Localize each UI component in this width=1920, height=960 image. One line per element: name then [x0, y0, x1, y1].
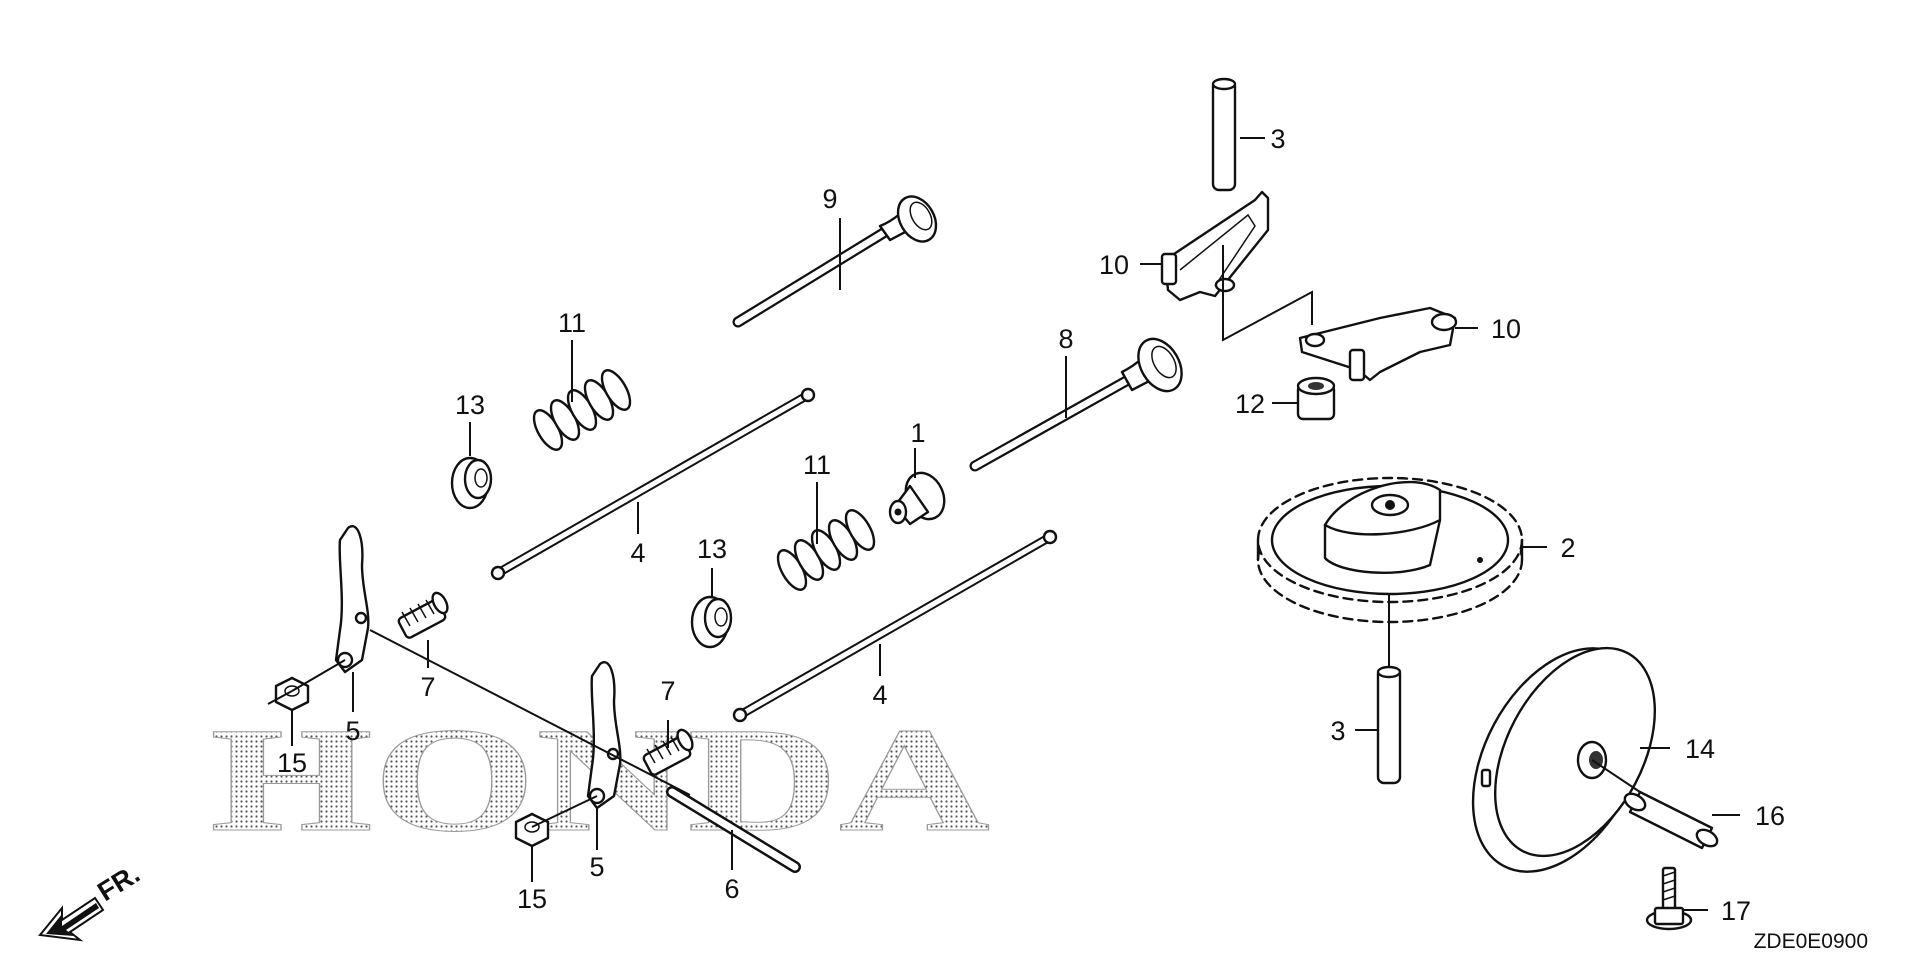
governor-plate-part-14 [1471, 646, 1657, 873]
push-rod-upper [490, 387, 816, 581]
adjuster-part-7-upper [397, 591, 449, 639]
callout-13-upper: 13 [455, 390, 485, 420]
assembly-lines [267, 595, 1641, 828]
rocker-shaft-part-6 [666, 786, 801, 873]
callout-12: 12 [1235, 389, 1265, 419]
callout-4-upper: 4 [630, 538, 645, 568]
camshaft-gear-part-2 [1256, 476, 1524, 624]
callout-3-upper: 3 [1270, 124, 1285, 154]
valve-part-9 [732, 195, 938, 328]
callout-2: 2 [1560, 533, 1575, 563]
callout-11-lower: 11 [803, 450, 831, 480]
front-direction-arrow-icon: FR. [38, 859, 145, 942]
rocker-arm-lower [1298, 306, 1458, 382]
callout-1: 1 [910, 418, 925, 448]
callout-17: 17 [1721, 896, 1751, 926]
lever-part-5-left [334, 525, 370, 674]
drawing-code: ZDE0E0900 [1754, 930, 1868, 953]
callout-3-lower: 3 [1330, 716, 1345, 746]
callout-9: 9 [822, 184, 837, 214]
valve-spring-upper [532, 369, 632, 451]
callout-7-left: 7 [420, 672, 435, 702]
valve-part-8 [969, 337, 1183, 472]
callout-15-right: 15 [517, 884, 547, 914]
rocker-shaft-upper [1211, 77, 1237, 192]
lever-part-5-right [586, 661, 622, 810]
rocker-leader [1222, 245, 1313, 342]
callout-16: 16 [1755, 801, 1785, 831]
callout-7-right: 7 [660, 676, 675, 706]
leader-lines [291, 137, 1740, 911]
rocker-arm-upper [1160, 190, 1270, 302]
spring-retainer-lower [690, 595, 733, 649]
front-direction-label: FR. [92, 859, 145, 907]
nut-part-15-right [514, 812, 550, 848]
nut-part-15-left [274, 676, 310, 712]
callout-10-left: 10 [1099, 250, 1129, 280]
pin-part-16 [1623, 790, 1719, 850]
callout-15-left: 15 [277, 748, 307, 778]
callout-13-lower: 13 [697, 534, 727, 564]
push-rod-lower [732, 529, 1058, 723]
collar-part-12 [1296, 376, 1336, 421]
callout-5-left: 5 [345, 716, 360, 746]
bolt-part-17 [1645, 866, 1693, 931]
valve-cap-part-1 [888, 471, 946, 526]
callout-5-right: 5 [589, 852, 604, 882]
callouts: 1 2 3 3 4 4 5 5 6 7 7 8 9 10 10 11 11 12… [277, 124, 1785, 926]
callout-4-lower: 4 [872, 680, 887, 710]
valve-spring-lower [776, 509, 876, 591]
spring-retainer-upper [450, 456, 493, 510]
callout-6: 6 [724, 874, 739, 904]
callout-11-upper: 11 [558, 308, 586, 338]
callout-14: 14 [1685, 734, 1715, 764]
callout-8: 8 [1058, 324, 1073, 354]
callout-10-right: 10 [1491, 314, 1521, 344]
adjuster-part-7-lower [642, 728, 694, 776]
cam-shaft-pin-lower [1376, 665, 1402, 785]
